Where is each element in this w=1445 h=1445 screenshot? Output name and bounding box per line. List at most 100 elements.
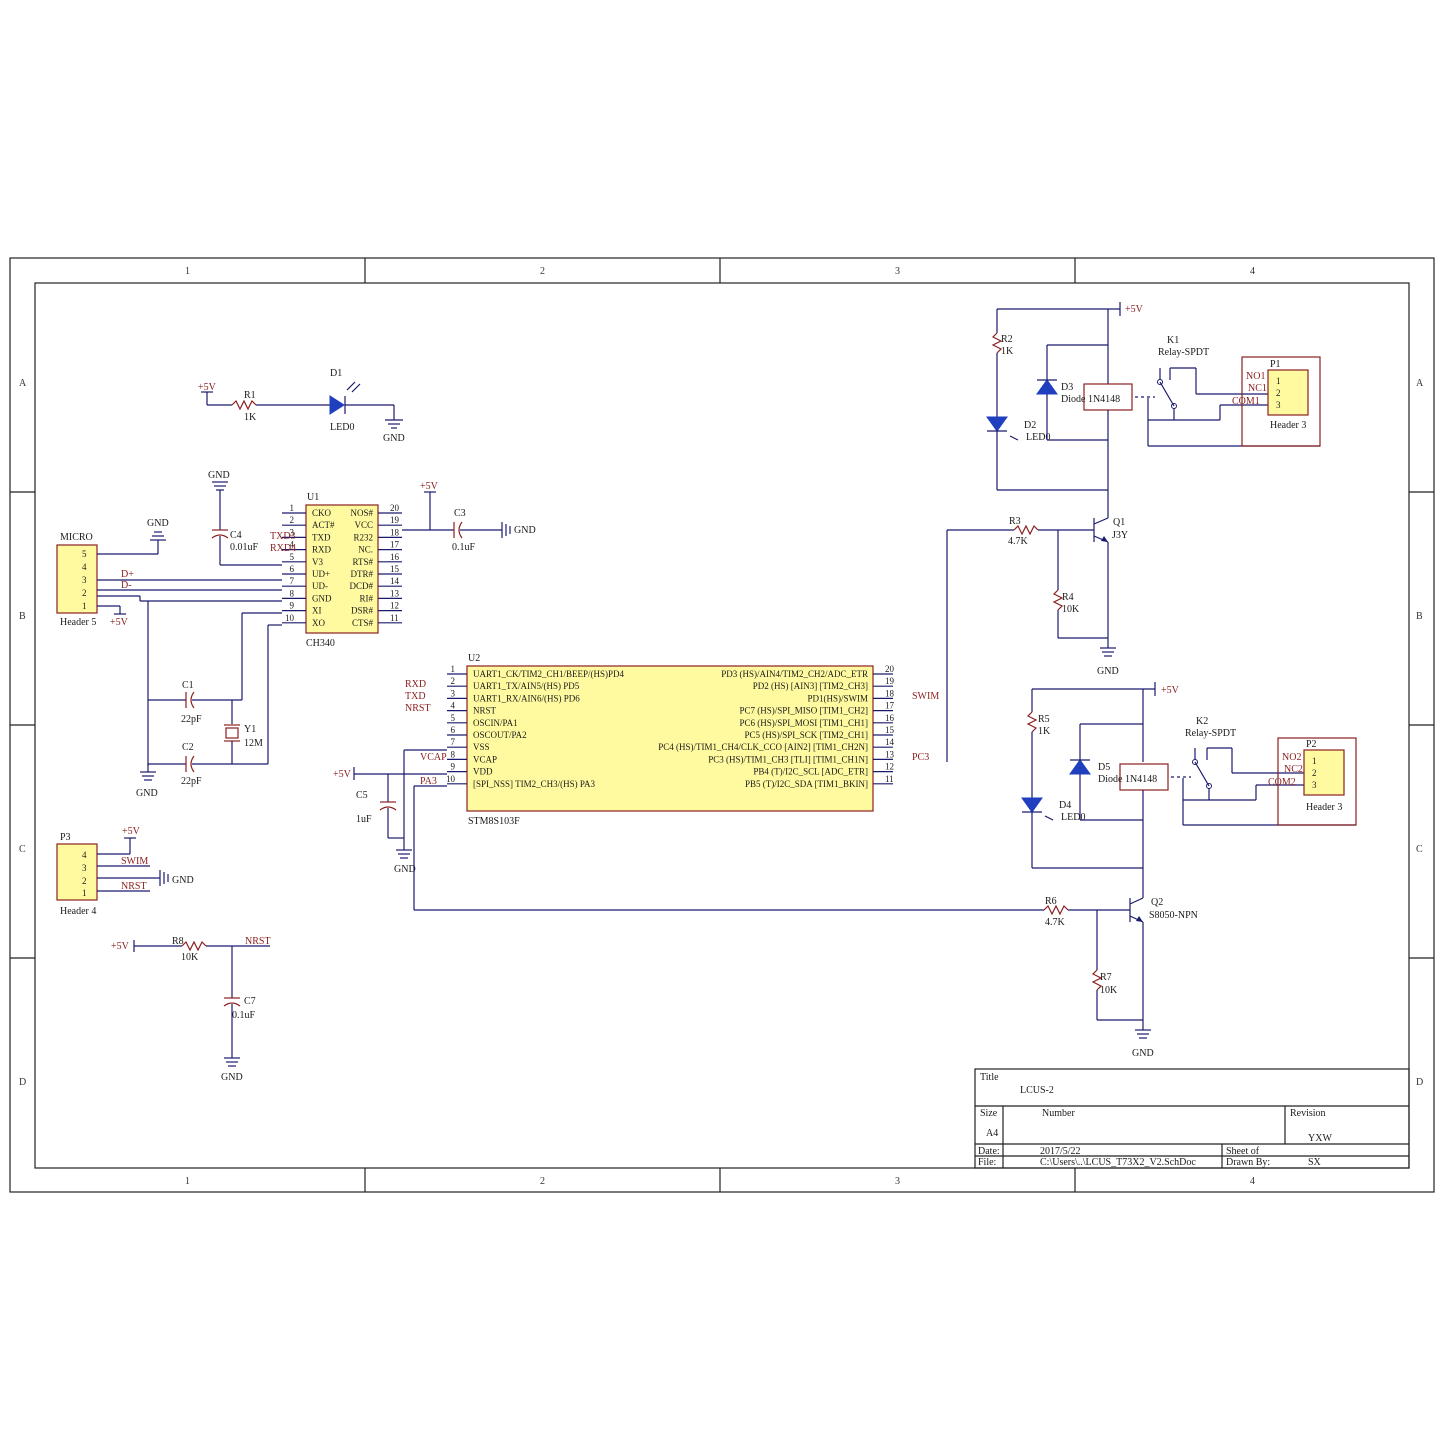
u2-pin-name-2: UART1_TX/AIN5/(HS) PD5 (473, 681, 580, 691)
u1-pin-num-9: 9 (290, 601, 295, 611)
y1-ref: Y1 (244, 724, 256, 735)
cap-c4-circuit: GND C4 0.01uF (208, 470, 282, 566)
u1-pin-name-4: RXD (312, 545, 332, 555)
title-label: Title (980, 1072, 999, 1083)
u1-pin-name-13: RI# (360, 593, 374, 603)
r8-val: 10K (181, 952, 199, 963)
net-swim-p3: SWIM (121, 856, 148, 867)
u1-pin-num-10: 10 (285, 613, 295, 623)
zone-col-2-bottom: 2 (540, 1176, 545, 1187)
net-pa3: PA3 (420, 776, 437, 787)
p2-pin-1: 1 (1312, 756, 1317, 766)
zone-row-a: A (19, 378, 27, 389)
gnd-c3: GND (514, 525, 536, 536)
r4-ref: R4 (1062, 592, 1074, 603)
r1-val: 1K (244, 412, 257, 423)
p1-pin-2: 2 (1276, 388, 1281, 398)
u1-pin-num-5: 5 (290, 552, 295, 562)
file-label: File: (978, 1157, 996, 1168)
u1-pin-num-18: 18 (390, 527, 400, 537)
gnd-micro: GND (147, 518, 169, 529)
net-txd: TXD (405, 691, 426, 702)
zone-col-4: 4 (1250, 266, 1255, 277)
relay-channel-2: +5V R5 1K D4 LED0 D5 Diode 1N4148 K2 Rel… (1021, 682, 1357, 1059)
net-rxd: RXD (405, 679, 426, 690)
c4-ref: C4 (230, 530, 242, 541)
u2-pin-name-9: VDD (473, 767, 493, 777)
r5-ref: R5 (1038, 714, 1050, 725)
u1-pin-name-2: ACT# (312, 520, 335, 530)
revision-value: YXW (1308, 1133, 1332, 1144)
sheet-label: Sheet of (1226, 1146, 1260, 1157)
c7-ref: C7 (244, 996, 256, 1007)
d4-ref: D4 (1059, 800, 1071, 811)
date-label: Date: (978, 1146, 1000, 1157)
relay-pin-nc1: NC1 (1248, 383, 1267, 394)
k1-val: Relay-SPDT (1158, 347, 1209, 358)
u2-pin-num-1: 1 (451, 664, 456, 674)
sheet-frame (9, 257, 1435, 1193)
net-nrst-p3: NRST (121, 881, 147, 892)
size-label: Size (980, 1108, 998, 1119)
u1-pin-num-16: 16 (390, 552, 400, 562)
u2-pin-num-7: 7 (451, 737, 456, 747)
crystal-y1-symbol (225, 727, 239, 739)
p1-ref: P1 (1270, 359, 1281, 370)
u1-pin-num-1: 1 (290, 503, 295, 513)
diode-d5-symbol (1069, 759, 1091, 775)
u2-pin-name-3: UART1_RX/AIN6/(HS) PD6 (473, 693, 580, 703)
d3-ref: D3 (1061, 382, 1073, 393)
net-txd3: TXD3 (270, 531, 296, 542)
net-5v-u1: +5V (420, 481, 439, 492)
u2-pin-num-13: 13 (885, 749, 895, 759)
gnd-xtal: GND (136, 788, 158, 799)
u2-pin-name-6: OSCOUT/PA2 (473, 730, 527, 740)
u2-pin-name-15: PC5 (HS)/SPI_SCK [TIM2_CH1] (744, 730, 868, 740)
net-vcap: VCAP (420, 752, 447, 763)
gnd-c7: GND (221, 1072, 243, 1083)
p2-val: Header 3 (1306, 802, 1342, 813)
u2-pin-num-9: 9 (451, 762, 456, 772)
crystal-y1-circuit: C1 22pF Y1 12M C2 22pF GND (136, 601, 282, 799)
zone-col-4-bottom: 4 (1250, 1176, 1255, 1187)
micro-pin-1: 1 (82, 601, 87, 611)
gnd-q1: GND (1097, 666, 1119, 677)
net-5v-u2: +5V (333, 769, 352, 780)
p1-val: Header 3 (1270, 420, 1306, 431)
drawn-label: Drawn By: (1226, 1157, 1270, 1168)
micro-pin-3: 3 (82, 575, 87, 585)
gnd-u2: GND (394, 864, 416, 875)
p1-pin-1: 1 (1276, 376, 1281, 386)
u1-pin-num-4: 4 (290, 540, 295, 550)
u2-val: STM8S103F (468, 816, 520, 827)
u1-pin-name-10: XO (312, 618, 325, 628)
micro-pin-4: 4 (82, 562, 87, 572)
net-dplus: D+ (121, 569, 134, 580)
u1-val: CH340 (306, 638, 335, 649)
relay-pin-com2: COM2 (1268, 777, 1296, 788)
u2-pin-name-11: PB5 (T)/I2C_SDA [TIM1_BKIN] (745, 779, 868, 789)
resistor-r5 (1026, 711, 1038, 733)
c5-ref: C5 (356, 790, 368, 801)
u2-pin-num-17: 17 (885, 701, 895, 711)
u1-pin-num-14: 14 (390, 576, 400, 586)
u1-pin-name-12: DSR# (351, 606, 374, 616)
relay-pin-no1: NO1 (1246, 371, 1265, 382)
y1-val: 12M (244, 738, 263, 749)
cap-c5-circuit: +5V C5 1uF GND (333, 749, 1044, 911)
u1-pin-num-15: 15 (390, 564, 400, 574)
file-value: C:\Users\..\LCUS_T73X2_V2.SchDoc (1040, 1157, 1196, 1168)
zone-col-1: 1 (185, 266, 190, 277)
date-value: 2017/5/22 (1040, 1146, 1081, 1157)
p2-pin-3: 3 (1312, 780, 1317, 790)
u2-pin-name-8: VCAP (473, 754, 497, 764)
u1-pin-name-5: V3 (312, 557, 323, 567)
zone-row-c: C (19, 844, 26, 855)
u2-pin-num-10: 10 (446, 774, 456, 784)
led-d1-circuit: +5V R1 1K D1 LED0 GND (198, 368, 405, 444)
relay-pin-no2: NO2 (1282, 752, 1301, 763)
led-d1-symbol (329, 395, 345, 415)
u1-pin-num-7: 7 (290, 576, 295, 586)
u1-pin-num-2: 2 (290, 515, 295, 525)
